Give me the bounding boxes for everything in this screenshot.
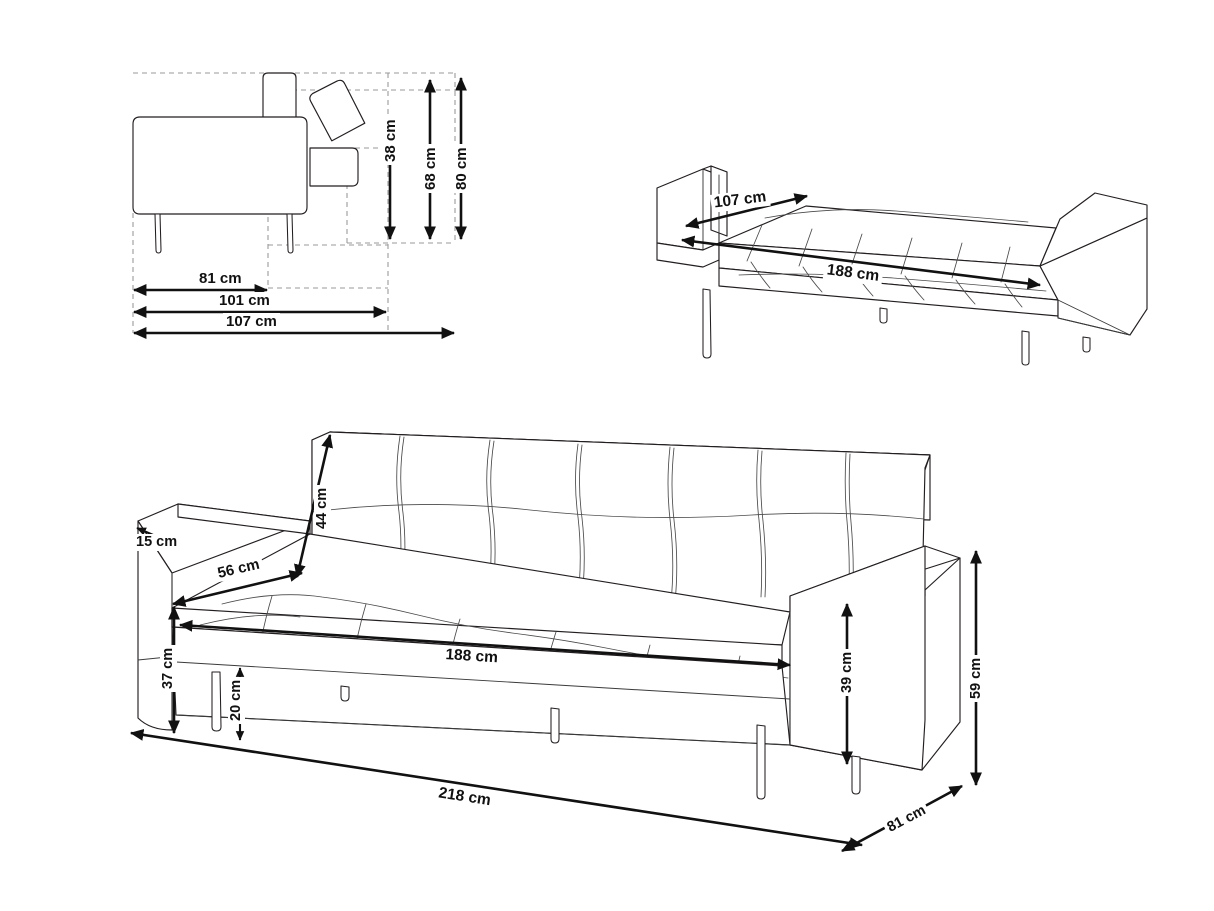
side-leg-front (154, 213, 162, 254)
bed-left-armrest-side (656, 168, 720, 251)
sofa-leg-right-front (756, 724, 766, 800)
label-sofa-188: 188 cm (441, 646, 502, 668)
label-side-38: 38 cm (382, 116, 399, 165)
label-sofa-37: 37 cm (160, 644, 177, 692)
bed-view-group (656, 165, 1148, 366)
sofa-leg-left-front (211, 671, 222, 732)
side-backrest-upright (262, 72, 297, 121)
label-side-101: 101 cm (216, 292, 273, 309)
label-sofa-15: 15 cm (133, 534, 181, 551)
side-backrest-tilted (309, 79, 366, 142)
dim-bed-188 (680, 235, 1042, 290)
label-sofa-39: 39 cm (839, 648, 856, 696)
dim-sofa-44 (294, 433, 333, 579)
dim-sofa-188 (178, 619, 792, 671)
side-backrest-flat (309, 147, 359, 187)
sofa-leg-center-front (550, 707, 560, 744)
label-sofa-20: 20 cm (228, 676, 245, 724)
side-leg-back (286, 213, 294, 254)
bed-leg-left-front (702, 288, 712, 359)
bed-leg-center (879, 307, 888, 324)
sofa-leg-right-rear (851, 755, 861, 795)
bed-leg-right-rear (1082, 336, 1091, 353)
side-view-group (132, 72, 467, 339)
label-sofa-59: 59 cm (968, 654, 985, 702)
sofa-view-group (129, 431, 982, 853)
label-side-80: 80 cm (453, 144, 470, 193)
label-side-107: 107 cm (223, 313, 280, 330)
dim-sofa-218 (129, 729, 864, 849)
dim-bed-107 (684, 193, 809, 229)
sofa-leg-left-rear (340, 685, 350, 702)
label-side-81: 81 cm (196, 270, 245, 287)
label-side-68: 68 cm (422, 144, 439, 193)
dim-sofa-56 (171, 570, 304, 607)
side-seat-body (132, 116, 308, 215)
label-sofa-44: 44 cm (314, 484, 331, 532)
bed-right-armrest-top (1039, 192, 1148, 267)
bed-leg-right-front (1021, 330, 1030, 366)
